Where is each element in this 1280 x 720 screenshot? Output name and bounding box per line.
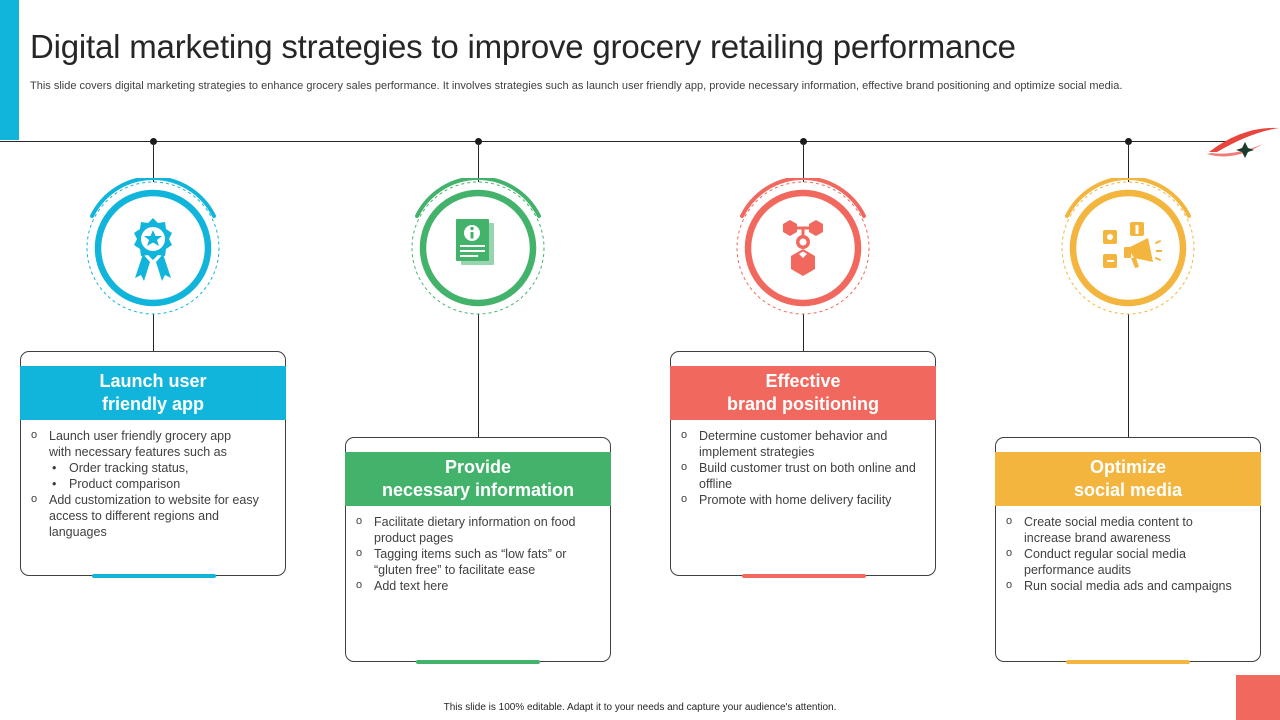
accent-bar	[0, 0, 19, 140]
card-bullet: Add customization to website for easy ac…	[31, 491, 277, 540]
card-bullet: Determine customer behavior and implemen…	[681, 427, 927, 460]
timeline-dot-2	[475, 138, 482, 145]
strategy-card-4: Optimize social media Create social media…	[995, 437, 1261, 664]
social-megaphone-icon	[1103, 222, 1162, 268]
card-bullet: Build customer trust on both online and …	[681, 459, 927, 492]
card-underline-4	[1066, 660, 1190, 664]
card-body-3: Determine customer behavior and implemen…	[681, 427, 927, 508]
footer-note: This slide is 100% editable. Adapt it to…	[443, 702, 837, 713]
logo-swoosh-icon	[1207, 127, 1279, 158]
card-title-line2: friendly app	[101, 394, 204, 414]
card-bullet: Launch user friendly grocery app with ne…	[31, 427, 277, 492]
card-title-line2: necessary information	[381, 480, 575, 500]
timeline-line	[0, 141, 1232, 142]
card-title-line2: brand positioning	[727, 394, 879, 414]
strategy-card-3: Effective brand positioning Determine cus…	[670, 351, 936, 578]
card-sub-bullet: Product comparison	[31, 476, 247, 492]
timeline-dot-1	[150, 138, 157, 145]
corner-accent-box	[1236, 675, 1280, 720]
page-subtitle: This slide covers digital marketing stra…	[30, 80, 1123, 92]
card-header-3: Effective brand positioning	[670, 366, 936, 420]
strategy-ring-3	[733, 178, 873, 318]
card-bullet: Facilitate dietary information on food p…	[356, 513, 602, 546]
card-header-2: Provide necessary information	[345, 452, 611, 506]
card-underline-1	[92, 574, 216, 578]
card-title-line2: social media	[1073, 480, 1183, 500]
card-title-line1: Provide	[444, 457, 511, 477]
timeline-dot-4	[1125, 138, 1132, 145]
card-bullet: Create social media content to increase …	[1006, 513, 1252, 546]
card-bullet: Conduct regular social media performance…	[1006, 545, 1252, 578]
card-underline-2	[416, 660, 540, 664]
strategy-card-1: Launch user friendly app Launch user frie…	[20, 351, 286, 578]
card-body-1: Launch user friendly grocery app with ne…	[31, 427, 277, 540]
card-bullet: Run social media ads and campaigns	[1006, 577, 1252, 594]
card-bullet: Promote with home delivery facility	[681, 491, 927, 508]
timeline-dot-3	[800, 138, 807, 145]
card-bullet: Tagging items such as “low fats” or “glu…	[356, 545, 602, 578]
card-sub-bullet: Order tracking status,	[31, 460, 247, 476]
card-bullet: Add text here	[356, 577, 602, 594]
page-title: Digital marketing strategies to improve …	[30, 28, 1016, 65]
brand-positioning-icon	[783, 220, 823, 276]
card-title-line1: Optimize	[1089, 457, 1166, 477]
strategy-ring-2	[408, 178, 548, 318]
card-header-4: Optimize social media	[995, 452, 1261, 506]
card-header-1: Launch user friendly app	[20, 366, 286, 420]
card-underline-3	[742, 574, 866, 578]
card-title-line1: Launch user	[99, 371, 207, 391]
card-title-line1: Effective	[765, 371, 841, 391]
strategy-ring-4	[1058, 178, 1198, 318]
strategy-card-2: Provide necessary information Facilitate …	[345, 437, 611, 664]
card-body-4: Create social media content to increase …	[1006, 513, 1252, 594]
info-document-icon	[456, 219, 494, 265]
award-badge-icon	[134, 218, 172, 281]
card-body-2: Facilitate dietary information on food p…	[356, 513, 602, 594]
strategy-ring-1	[83, 178, 223, 318]
